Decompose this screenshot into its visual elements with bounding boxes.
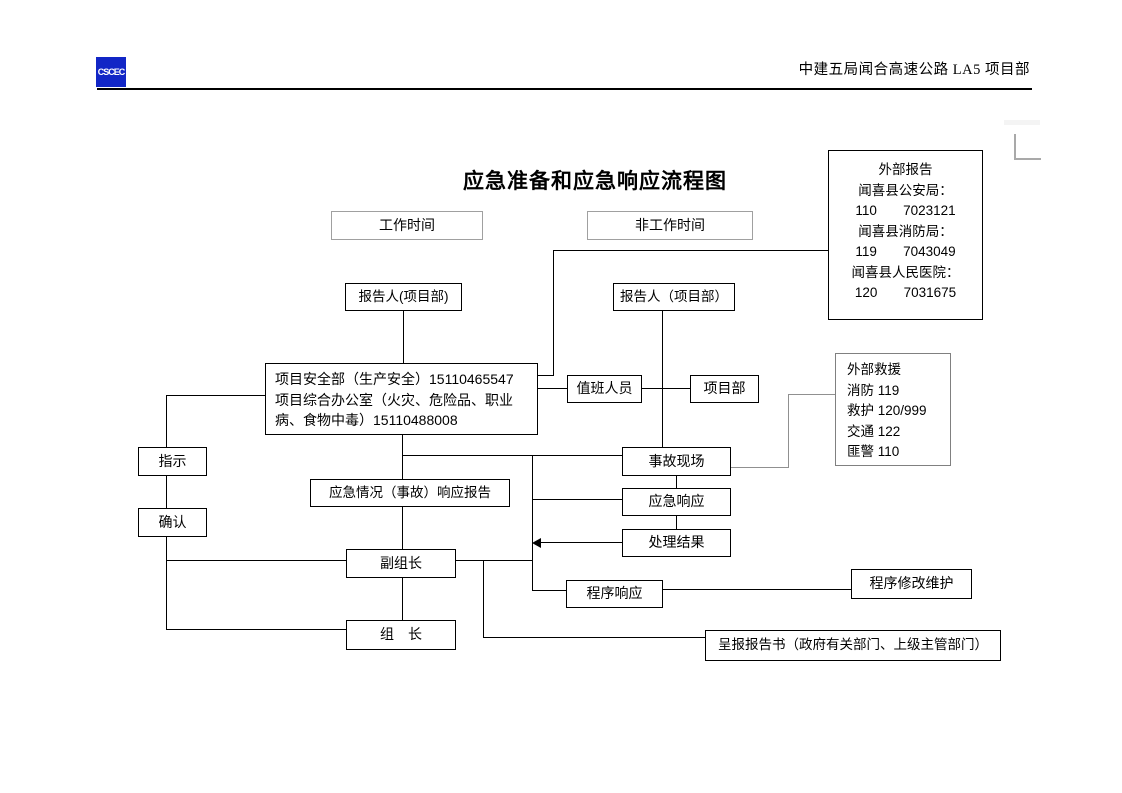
node-project-dept: 项目部 [690, 375, 759, 403]
connector-scene-rescue-h1 [731, 467, 789, 468]
connector-dutystaff-projectdept [642, 388, 690, 389]
connector-deputyleader-leader [402, 578, 403, 620]
node-safety-department: 项目安全部（生产安全）15110465547 项目综合办公室（火灾、危险品、职业… [265, 363, 538, 435]
node-work-time: 工作时间 [331, 211, 483, 240]
empty-textbox-corner [1014, 134, 1041, 160]
connector-safety-dutystaff [538, 388, 567, 389]
node-accident-scene: 事故现场 [622, 447, 731, 476]
connector-handleresult-trunk [541, 542, 622, 543]
safety-department-line2: 项目综合办公室（火灾、危险品、职业病、食物中毒）15110488008 [275, 391, 513, 429]
connector-confirm-deputyleader [166, 560, 346, 561]
node-leader: 组 长 [346, 620, 456, 650]
node-procedure-maintain: 程序修改维护 [851, 569, 972, 599]
flowchart-title: 应急准备和应急响应流程图 [463, 170, 727, 193]
connector-emergencyresponse-handleresult [676, 516, 677, 529]
connector-trunk-emergencyresponse [532, 499, 622, 500]
external-report-line: 闻喜县公安局： [858, 182, 953, 198]
header-divider [97, 88, 1032, 90]
external-report-line: 110 7023121 [855, 203, 956, 218]
external-rescue-line: 匪警 110 [847, 444, 900, 459]
node-external-rescue: 外部救援 消防 119 救护 120/999 交通 122 匪警 110 [835, 353, 951, 466]
connector-submitreport-h [483, 637, 705, 638]
node-confirm: 确认 [138, 508, 207, 537]
node-procedure-response: 程序响应 [566, 580, 663, 608]
node-external-report: 外部报告 闻喜县公安局： 110 7023121 闻喜县消防局： 119 704… [828, 150, 983, 320]
connector-central-trunk [532, 455, 533, 591]
page-corner-artifact [1004, 120, 1040, 125]
cscec-logo: CSCEC [96, 57, 126, 87]
header-company-name: 中建五局闻合高速公路 LA5 项目部 [798, 62, 1030, 78]
connector-safety-instruct-v [166, 395, 167, 447]
node-emergency-response: 应急响应 [622, 488, 731, 516]
node-handle-result: 处理结果 [622, 529, 731, 557]
connector-scene-emergencyresponse [676, 476, 677, 488]
node-duty-staff: 值班人员 [567, 375, 642, 403]
connector-safety-responsereport [402, 434, 403, 479]
external-report-line: 119 7043049 [855, 244, 956, 259]
external-rescue-line: 救护 120/999 [847, 403, 927, 418]
connector-confirm-trunk [166, 537, 167, 630]
connector-responsereport-deputyleader [402, 507, 403, 549]
node-non-work-time: 非工作时间 [587, 211, 753, 240]
node-response-report: 应急情况（事故）响应报告 [310, 479, 510, 507]
external-report-line: 外部报告 [878, 162, 933, 177]
connector-safety-extreport-h2 [553, 250, 828, 251]
external-rescue-line: 交通 122 [847, 423, 901, 439]
connector-branch-accidentscene [402, 455, 622, 456]
external-rescue-line: 消防 119 [847, 382, 900, 398]
cscec-logo-text: CSCEC [97, 67, 125, 77]
external-rescue-line: 外部救援 [847, 362, 901, 377]
connector-submitreport-v [483, 560, 484, 638]
node-instruct: 指示 [138, 447, 207, 476]
connector-scene-rescue-v [788, 394, 789, 468]
connector-reporterR-accidentscene [662, 311, 663, 447]
external-report-line: 闻喜县人民医院： [851, 264, 960, 280]
connector-scene-rescue-h2 [788, 394, 835, 395]
node-deputy-leader: 副组长 [346, 549, 456, 578]
connector-procresponse-procmaintain [663, 589, 851, 590]
node-submit-report: 呈报报告书（政府有关部门、上级主管部门） [705, 630, 1001, 661]
external-report-line: 闻喜县消防局： [858, 223, 953, 239]
connector-safety-instruct-h [166, 395, 265, 396]
node-reporter-worktime: 报告人(项目部) [345, 283, 462, 311]
connector-safety-extreport-v [553, 250, 554, 376]
connector-deputyleader-trunk [456, 560, 532, 561]
node-reporter-nonworktime: 报告人（项目部） [613, 283, 735, 311]
arrowhead-left-icon [532, 538, 541, 548]
connector-safety-extreport-h1 [538, 375, 553, 376]
connector-instruct-confirm [166, 476, 167, 508]
safety-department-line1: 项目安全部（生产安全）15110465547 [275, 371, 514, 387]
connector-confirm-leader [166, 629, 346, 630]
external-report-line: 120 7031675 [854, 285, 957, 300]
connector-reporterL-safety [403, 311, 404, 363]
connector-trunk-procedureresponse [532, 590, 566, 591]
